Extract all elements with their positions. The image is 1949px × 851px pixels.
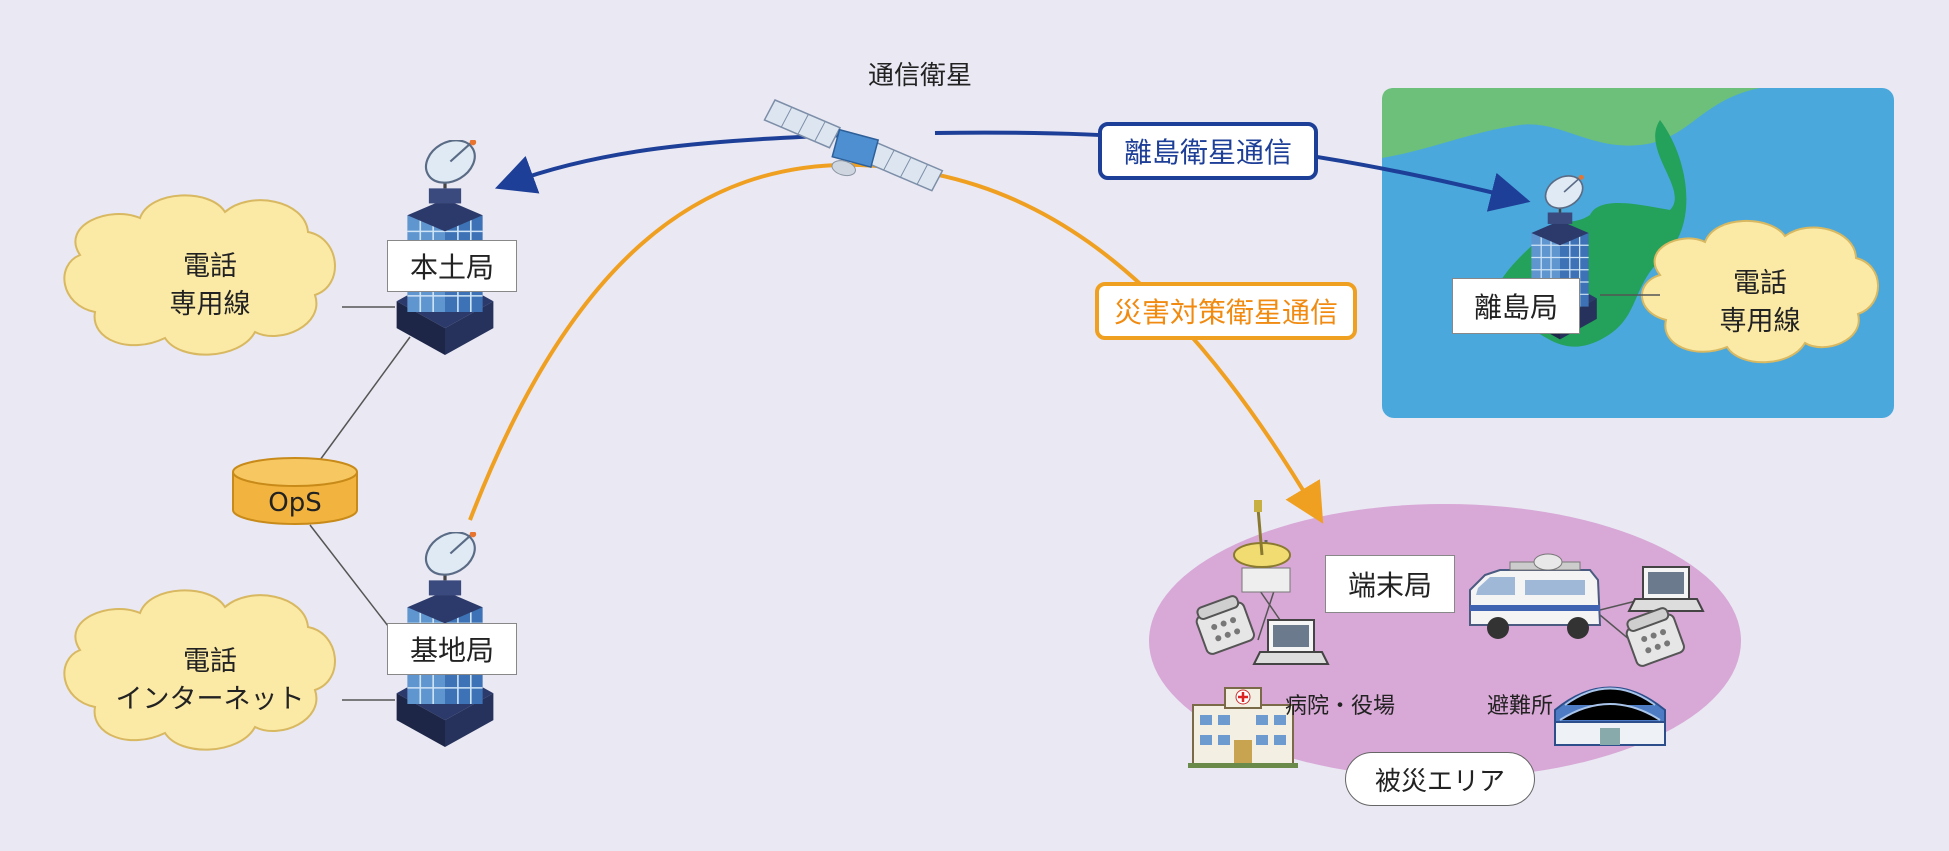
satellite-icon — [763, 99, 944, 192]
base-cloud-text: 電話 インターネット — [115, 646, 305, 715]
laptop-icon-right — [1627, 566, 1705, 612]
island-station-label: 離島局 — [1452, 278, 1580, 334]
shelter-label: 避難所 — [1486, 694, 1553, 719]
connector-lines — [309, 294, 1660, 701]
disaster-link-label: 災害対策衛星通信 — [1095, 282, 1357, 340]
phone-icon-right — [1625, 607, 1685, 667]
disaster-link-arc — [468, 162, 1324, 524]
laptop-icon-left — [1252, 619, 1330, 665]
phone-icon-left — [1195, 595, 1255, 655]
shelter-icon — [1554, 686, 1666, 746]
disaster-area-label: 被災エリア — [1345, 752, 1535, 806]
hospital-label: 病院・役場 — [1284, 694, 1395, 719]
mainland-station-label: 本土局 — [387, 240, 517, 292]
mainland-cloud-text: 電話 専用線 — [169, 251, 251, 320]
base-station-label: 基地局 — [387, 623, 517, 675]
island-link-label: 離島衛星通信 — [1098, 122, 1318, 180]
hospital-icon — [1188, 687, 1298, 768]
terminal-station-label: 端末局 — [1325, 555, 1455, 613]
island-link-to-mainland — [494, 133, 851, 194]
satellite-van-icon — [1469, 553, 1602, 639]
cloud-base — [63, 589, 336, 751]
cloud-island — [1641, 219, 1879, 364]
ops-label: OpS — [268, 488, 322, 518]
cloud-mainland — [63, 194, 336, 356]
satellite-label: 通信衛星 — [867, 61, 972, 91]
ops-database-icon — [232, 457, 358, 525]
terminal-dish-icon — [1233, 500, 1291, 593]
island-cloud-text: 電話 専用線 — [1719, 268, 1801, 337]
